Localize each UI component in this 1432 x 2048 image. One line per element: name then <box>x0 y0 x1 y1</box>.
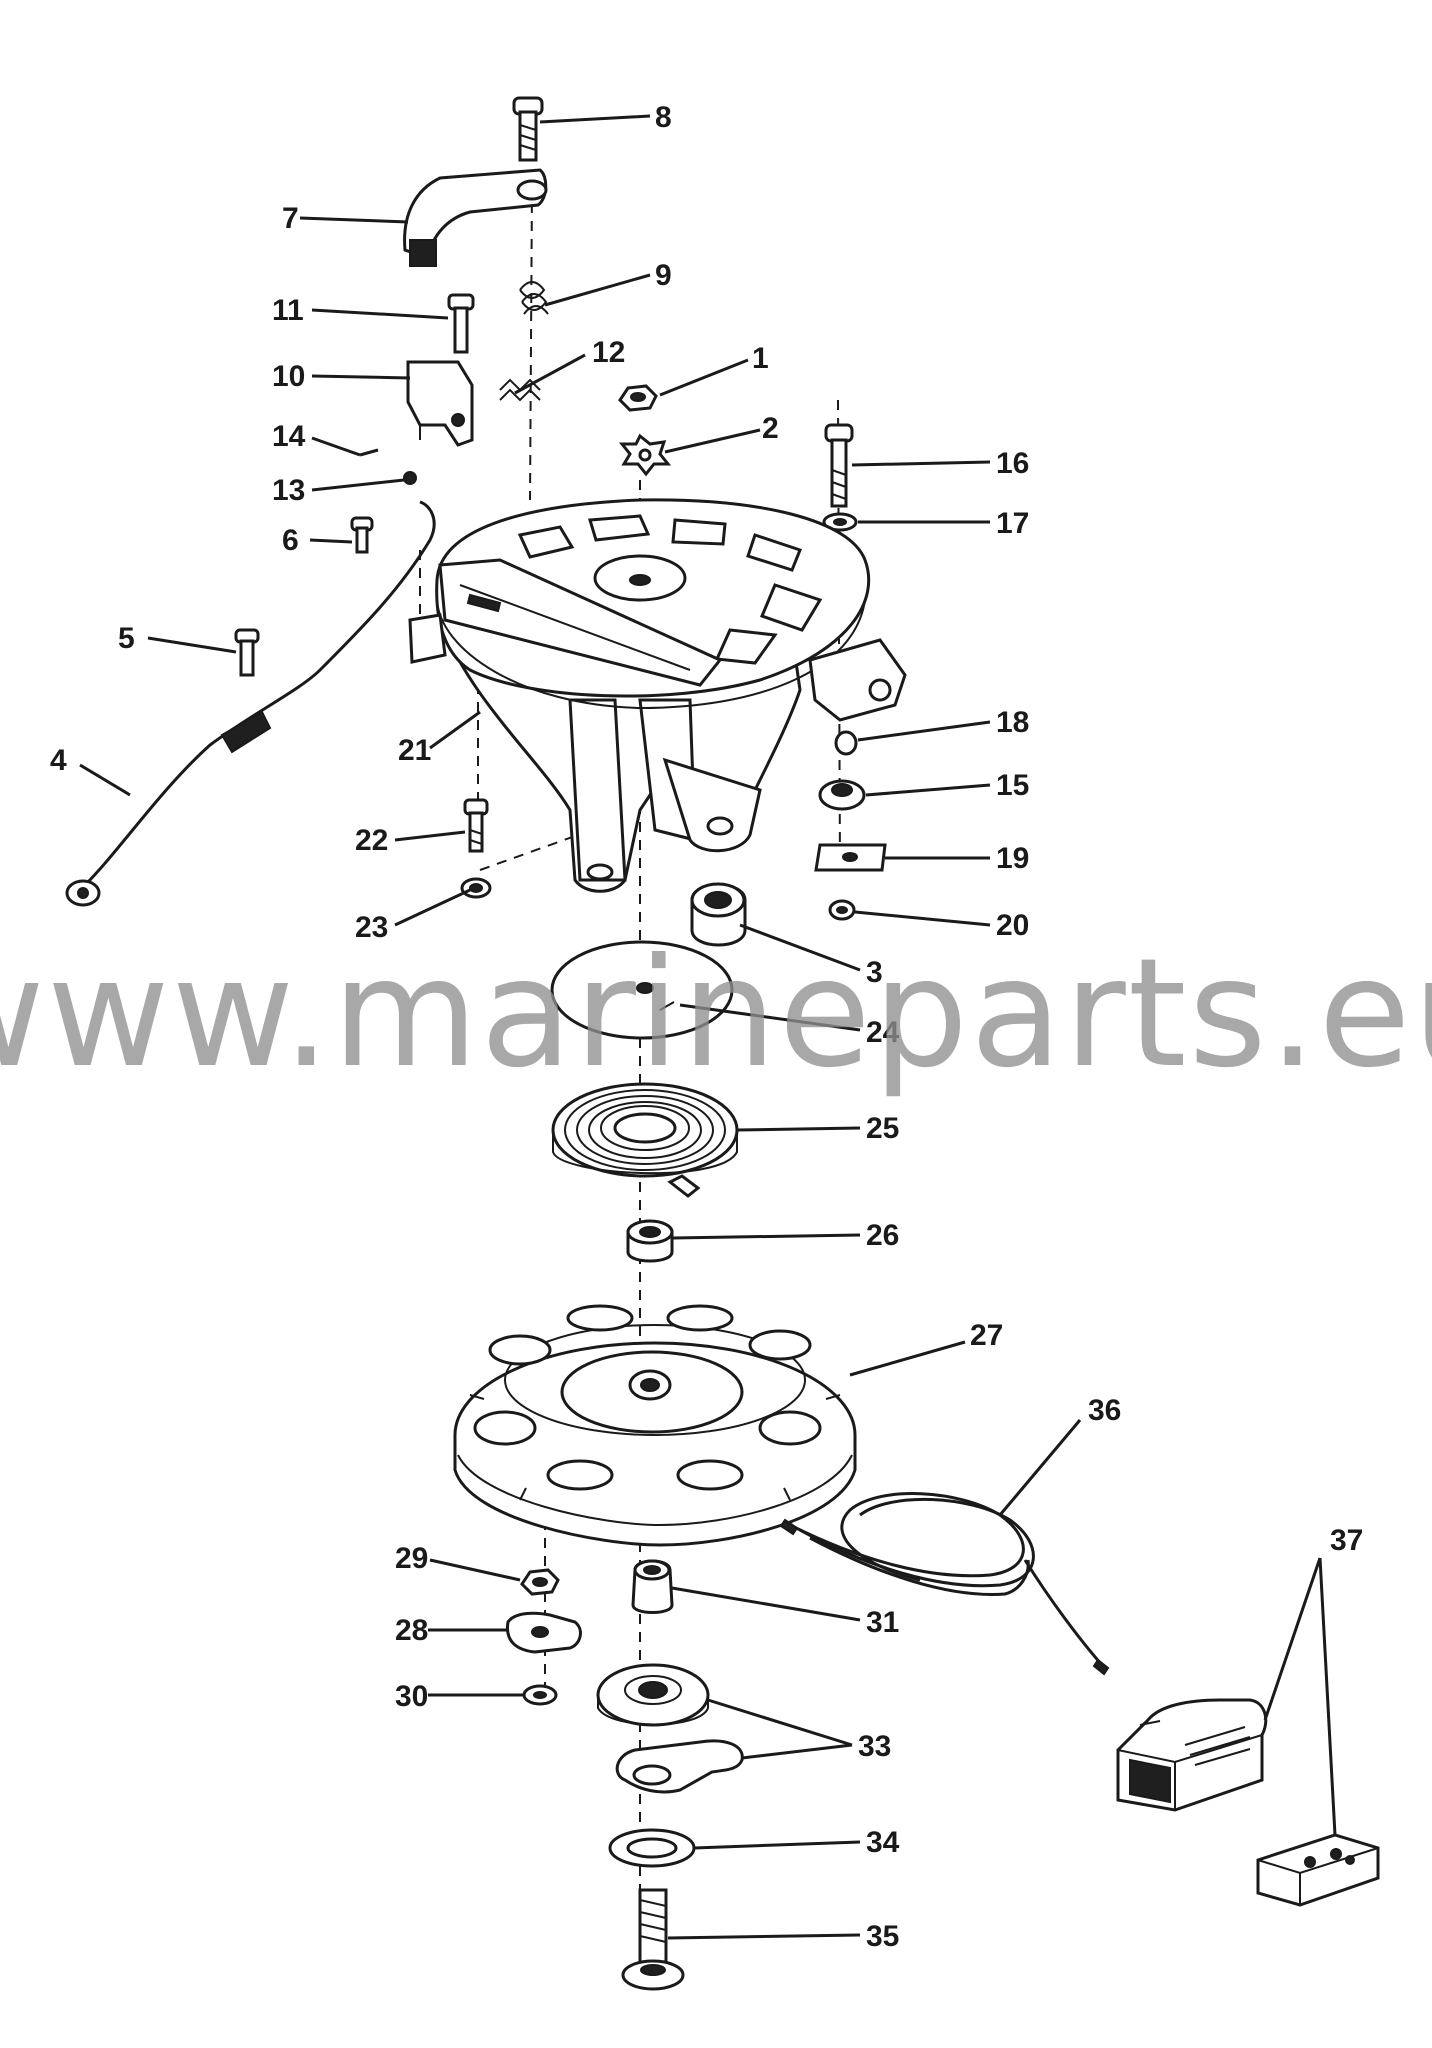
callout-26: 26 <box>866 1219 899 1252</box>
callout-20: 20 <box>996 909 1029 942</box>
callout-19: 19 <box>996 842 1029 875</box>
callout-25: 25 <box>866 1112 899 1145</box>
callout-3: 3 <box>866 956 883 989</box>
part-36-starter-rope <box>779 1492 1110 1676</box>
part-25-recoil-spring <box>551 1082 739 1198</box>
callout-22: 22 <box>355 824 388 857</box>
callout-15: 15 <box>996 769 1029 802</box>
callout-8: 8 <box>655 101 672 134</box>
part-31-bushing <box>631 1559 674 1614</box>
part-22-screw <box>463 798 489 853</box>
part-1-nut <box>618 384 658 412</box>
callout-21: 21 <box>398 734 431 767</box>
callout-33: 33 <box>858 1730 891 1763</box>
callout-29: 29 <box>395 1542 428 1575</box>
part-5-screw <box>234 628 260 677</box>
part-17-washer <box>822 512 858 532</box>
callout-17: 17 <box>996 507 1029 540</box>
watermark-text: www.marineparts.eu <box>0 927 1432 1101</box>
part-10-bracket <box>406 360 474 447</box>
leader-lines <box>79 114 1337 1940</box>
callout-14: 14 <box>272 420 306 453</box>
part-11-screw <box>447 293 475 354</box>
callout-27: 27 <box>970 1319 1003 1352</box>
part-4-cable <box>65 500 436 907</box>
callout-13: 13 <box>272 474 305 507</box>
part-16-bolt <box>824 423 854 508</box>
part-7-lever-arm <box>403 168 548 267</box>
callout-24: 24 <box>866 1016 900 1049</box>
callout-37: 37 <box>1330 1524 1363 1557</box>
part-3-bushing <box>690 882 747 947</box>
callout-10: 10 <box>272 360 305 393</box>
callout-30: 30 <box>395 1680 428 1713</box>
callout-35: 35 <box>866 1920 899 1953</box>
part-26-bushing <box>626 1219 674 1263</box>
part-14-pin <box>359 448 379 457</box>
part-35-spindle-bolt <box>621 1888 685 1991</box>
part-23-washer <box>460 877 492 899</box>
callout-31: 31 <box>866 1606 899 1639</box>
callout-5: 5 <box>118 622 135 655</box>
callout-12: 12 <box>592 336 625 369</box>
callout-34: 34 <box>866 1826 900 1859</box>
part-28-link-plate <box>505 1611 582 1654</box>
part-21-starter-housing <box>408 498 907 893</box>
part-37-handle-insert <box>1256 1833 1380 1907</box>
part-15-bushing <box>818 779 866 811</box>
part-37-handle <box>1116 1698 1268 1812</box>
part-33-pawl-link <box>615 1739 744 1794</box>
callout-4: 4 <box>50 744 67 777</box>
part-33-friction-plate <box>596 1663 710 1727</box>
callout-18: 18 <box>996 706 1029 739</box>
part-29-nut <box>520 1568 560 1596</box>
callout-28: 28 <box>395 1614 428 1647</box>
part-9-spring <box>519 281 549 315</box>
callout-16: 16 <box>996 447 1029 480</box>
part-19-plate <box>814 843 887 872</box>
part-34-retainer-ring <box>608 1828 696 1868</box>
part-30-washer <box>522 1684 558 1706</box>
part-24-plate <box>550 940 734 1040</box>
part-20-nut <box>828 899 856 921</box>
part-2-star-washer <box>618 433 672 477</box>
part-13-washer <box>403 471 417 485</box>
callout-6: 6 <box>282 524 299 557</box>
part-6-screw <box>350 516 374 554</box>
callout-11: 11 <box>272 294 304 327</box>
callout-7: 7 <box>282 202 299 235</box>
callout-9: 9 <box>655 259 672 292</box>
part-18-plug <box>834 730 858 756</box>
callout-36: 36 <box>1088 1394 1121 1427</box>
callout-1: 1 <box>752 342 769 375</box>
part-27-pulley <box>453 1304 857 1547</box>
callout-2: 2 <box>762 412 779 445</box>
part-8-bolt <box>512 96 544 162</box>
callout-23: 23 <box>355 911 388 944</box>
callout-labels: 8 7 9 11 12 10 1 2 14 13 6 16 17 5 21 4 … <box>50 101 1363 1953</box>
